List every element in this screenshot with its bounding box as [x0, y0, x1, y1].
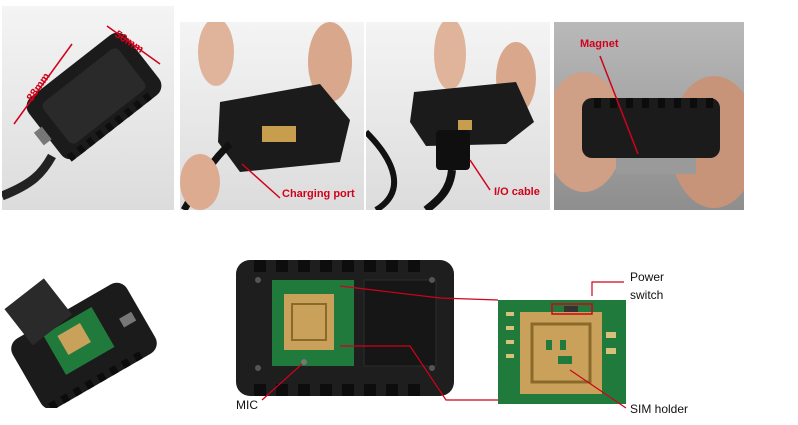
device-top-cover	[42, 48, 146, 144]
charging-port-illustration	[180, 22, 352, 210]
mic-label: MIC	[236, 398, 258, 412]
io-port	[458, 120, 472, 130]
io-cable-photo: I/O cable	[366, 22, 550, 210]
grip-ridges	[254, 260, 420, 396]
sim-holder-label: SIM holder	[630, 402, 689, 416]
device-dimensions-illustration: 88mm 50mm	[2, 25, 162, 201]
dimensions-photo: 88mm 50mm	[2, 6, 174, 210]
charging-port-pointer	[241, 163, 281, 199]
io-cable-illustration	[366, 22, 536, 210]
magnet-pointer	[599, 55, 639, 155]
finger	[308, 22, 352, 102]
sim-holder	[57, 322, 91, 355]
sim-holder-zoom	[520, 312, 602, 394]
magnet-label: Magnet	[580, 38, 619, 50]
device-body	[582, 98, 720, 158]
internal-view: Power switch MIC SIM holder	[220, 252, 796, 422]
mic-pointer	[261, 363, 303, 401]
mic-hole	[301, 359, 307, 365]
open-cover	[4, 278, 73, 346]
hand	[180, 154, 220, 210]
io-cable-label: I/O cable	[494, 186, 540, 198]
open-device-illustration	[4, 278, 157, 408]
metal-plate	[616, 158, 696, 174]
charging-port-label: Charging port	[282, 188, 355, 200]
finger	[434, 22, 466, 90]
io-cable-pointer	[469, 159, 491, 191]
zoom-connector-top	[339, 285, 499, 301]
power-switch	[564, 306, 578, 312]
connector-pins	[262, 126, 296, 142]
internal-view-illustration	[236, 260, 627, 409]
power-switch-pointer	[591, 281, 624, 296]
device-body	[410, 82, 534, 146]
finger	[198, 22, 234, 86]
power-switch-box	[551, 303, 593, 315]
width-dimension-line	[106, 25, 161, 65]
io-cable	[423, 169, 456, 210]
power-switch-label-line1: Power	[630, 270, 665, 284]
cable-loop	[366, 129, 397, 210]
sim-holder-pointer	[569, 369, 627, 409]
length-dimension-line	[13, 43, 73, 125]
power-switch-label-line2: switch	[630, 288, 664, 302]
usb-port	[33, 126, 52, 146]
magnet-illustration	[554, 55, 744, 208]
usb-cable	[2, 153, 56, 201]
battery-cover	[363, 279, 437, 367]
open-device-photo	[4, 268, 164, 408]
usb-port	[119, 311, 137, 328]
charging-port-photo: Charging port	[180, 22, 364, 210]
magnet-photo: Magnet	[554, 22, 744, 210]
io-plug	[436, 130, 470, 170]
zoom-connector-bottom	[340, 345, 500, 401]
